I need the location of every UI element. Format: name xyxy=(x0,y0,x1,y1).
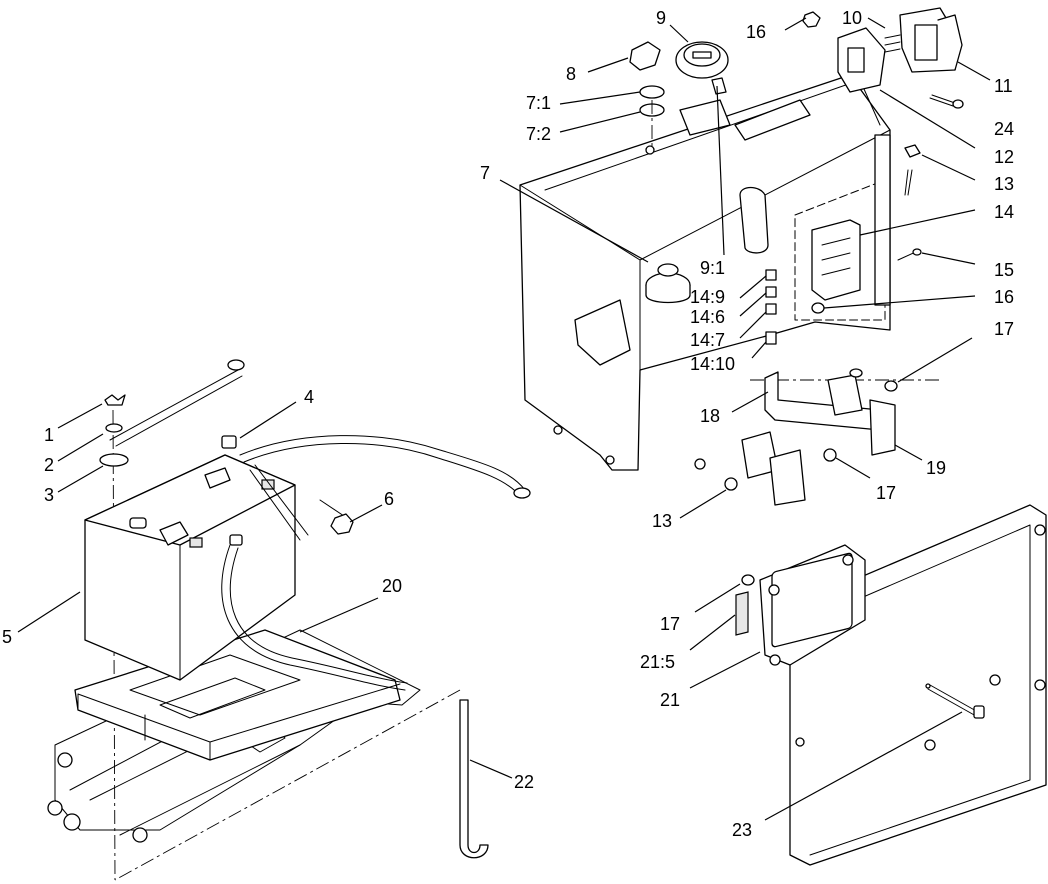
callout-17-lower: 17 xyxy=(660,614,680,634)
fuse-block xyxy=(811,219,861,314)
callout-21: 21 xyxy=(660,690,680,710)
battery xyxy=(84,454,296,681)
callout-9: 9 xyxy=(656,8,666,28)
callout-15: 15 xyxy=(994,260,1014,280)
callout-5: 5 xyxy=(2,627,12,647)
callout-2: 2 xyxy=(44,455,54,475)
leader-lines xyxy=(17,17,991,821)
cover-plate-assembly xyxy=(735,504,1047,866)
bolt-23 xyxy=(927,684,979,717)
washer-17-lower xyxy=(741,574,755,586)
callout-24: 24 xyxy=(994,119,1014,139)
key-cap xyxy=(629,41,661,71)
nut-16-top xyxy=(802,11,821,28)
callout-8: 8 xyxy=(566,64,576,84)
battery-mount-plate xyxy=(47,629,421,843)
hold-down-rod xyxy=(99,359,245,467)
callout-13-bottom: 13 xyxy=(652,511,672,531)
callout-labels: 1 2 3 4 5 6 7 7:1 7:2 8 9 9:1 10 11 12 1… xyxy=(2,8,1014,840)
callout-17-bracket: 17 xyxy=(876,483,896,503)
callout-14-7: 14:7 xyxy=(690,330,725,350)
callout-10: 10 xyxy=(842,8,862,28)
rocker-switch-assembly xyxy=(837,7,963,93)
callout-6: 6 xyxy=(384,489,394,509)
callout-11: 11 xyxy=(994,76,1013,96)
callout-7-2: 7:2 xyxy=(526,124,551,144)
callout-17-right: 17 xyxy=(994,319,1014,339)
callout-19: 19 xyxy=(926,458,946,478)
callout-16-right: 16 xyxy=(994,287,1014,307)
callout-14-9: 14:9 xyxy=(690,287,725,307)
callout-4: 4 xyxy=(304,387,314,407)
relay-bracket xyxy=(694,368,940,506)
callout-9-1: 9:1 xyxy=(700,258,725,278)
battery-assembly xyxy=(47,359,531,881)
battery-tray xyxy=(74,629,401,761)
screw-13-top xyxy=(904,144,921,158)
screw-24 xyxy=(929,94,956,107)
support-rod xyxy=(459,699,489,859)
label-21-5 xyxy=(735,591,749,636)
hourmeter xyxy=(675,41,729,95)
fuses xyxy=(765,269,777,345)
callout-1: 1 xyxy=(44,425,54,445)
control-enclosure xyxy=(519,74,891,471)
callout-7: 7 xyxy=(480,163,490,183)
nut-7-1 xyxy=(639,85,665,99)
control-box-assembly xyxy=(519,7,964,506)
terminal-nut xyxy=(330,513,354,535)
ignition-switch xyxy=(645,263,691,304)
callout-12: 12 xyxy=(994,147,1014,167)
callout-16-top: 16 xyxy=(746,22,766,42)
callout-7-1: 7:1 xyxy=(526,93,551,113)
callout-18: 18 xyxy=(700,406,720,426)
callout-20: 20 xyxy=(382,576,402,596)
terminal-bolt xyxy=(221,435,237,449)
callout-14-10: 14:10 xyxy=(690,354,735,374)
callout-21-5: 21:5 xyxy=(640,652,675,672)
callout-23: 23 xyxy=(732,820,752,840)
callout-3: 3 xyxy=(44,485,54,505)
callout-14: 14 xyxy=(994,202,1014,222)
callout-22: 22 xyxy=(514,772,534,792)
screw-15 xyxy=(912,248,922,256)
callout-13-top: 13 xyxy=(994,174,1014,194)
callout-14-6: 14:6 xyxy=(690,307,725,327)
battery-cables xyxy=(221,435,531,691)
